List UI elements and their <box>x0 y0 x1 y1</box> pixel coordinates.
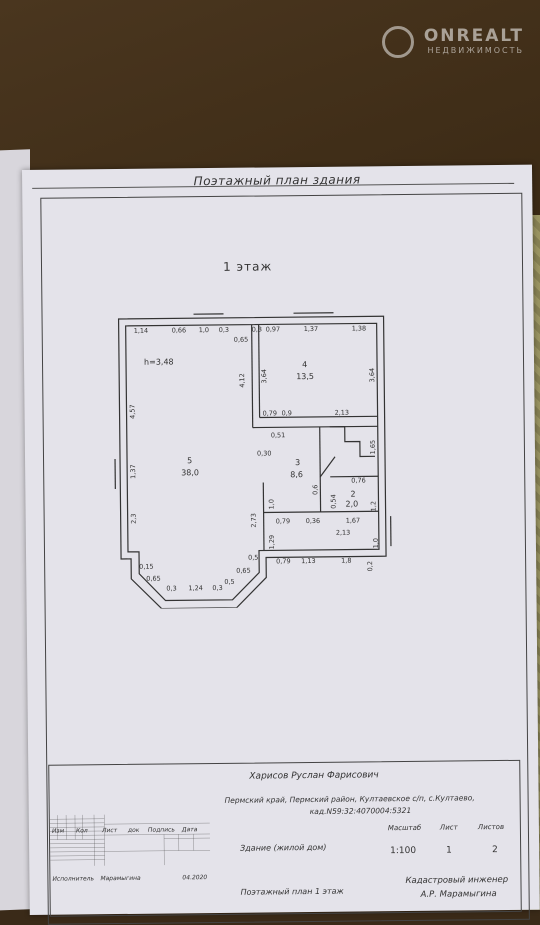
executor-date: 04.2020 <box>182 874 207 881</box>
room-area: 38,0 <box>181 468 199 477</box>
watermark-sub: НЕДВИЖИМОСТЬ <box>424 46 524 55</box>
dim-label: 1,13 <box>301 557 316 565</box>
dim-label: 3,64 <box>260 369 268 384</box>
watermark-brand: ONREALT <box>424 26 524 46</box>
title-block: Харисов Руслан Фарисович Пермский край, … <box>48 760 522 917</box>
dim-label: 0,51 <box>271 431 286 439</box>
dim-label: 1,0 <box>267 499 275 509</box>
room-number: 3 <box>295 458 300 467</box>
dim-label: 2,3 <box>130 513 138 523</box>
object-name: Здание (жилой дом) <box>240 843 326 853</box>
scale-header: Масштаб <box>388 824 421 832</box>
header-signature: Подпись <box>148 826 175 833</box>
dim-label: 0,36 <box>306 517 321 525</box>
header-date: Дата <box>182 826 198 833</box>
header-doc: док <box>128 827 140 834</box>
floor-label: 1 этаж <box>223 259 272 274</box>
owner-name: Харисов Руслан Фарисович <box>249 770 378 781</box>
dim-label: 1,2 <box>369 501 377 511</box>
dim-label: 0,65 <box>236 567 251 575</box>
dim-label: 3,64 <box>368 368 376 383</box>
dim-label: 2,13 <box>335 409 350 417</box>
room-number: 2 <box>350 490 355 499</box>
dim-label: 1,37 <box>129 464 137 479</box>
dim-label: 0,65 <box>146 575 161 583</box>
dim-label: 4,57 <box>128 404 136 419</box>
dim-label: 0,5 <box>248 554 258 562</box>
dim-label: 1,14 <box>134 327 149 335</box>
floor-plan: 1,14 0,66 1,0 0,3 0,65 0,3 0,97 1,37 1,3… <box>93 286 396 609</box>
room-area: 13,5 <box>296 372 314 381</box>
room-number: 4 <box>302 360 307 369</box>
document-sheet: Поэтажный план здания 1 этаж 1,14 0,6 <box>22 165 540 915</box>
header-kol: Кол <box>76 827 88 834</box>
scale-value: 1:100 <box>390 846 416 856</box>
drawing-name: Поэтажный план 1 этаж <box>241 887 344 897</box>
dim-label: 1,8 <box>341 557 351 565</box>
dim-label: 2,13 <box>336 529 351 537</box>
address-line2: кад.N59:32:4070004:5321 <box>310 806 412 816</box>
dim-label: 0,2 <box>366 561 374 571</box>
dim-label: 0,79 <box>276 517 291 525</box>
executor-name: Марамыгина <box>100 875 140 882</box>
engineer-role: Кадастровый инженер <box>405 875 508 886</box>
room-area: 8,6 <box>290 470 303 479</box>
header-list: Лист <box>102 827 117 834</box>
dim-label: 1,67 <box>346 516 361 524</box>
dim-label: 0,76 <box>351 476 366 484</box>
dim-label: 0,5 <box>224 578 234 586</box>
dim-label: 2,73 <box>250 513 258 528</box>
dim-label: 1,37 <box>304 325 319 333</box>
dim-label: 0,65 <box>234 336 249 344</box>
dim-label: 0,3 <box>252 325 262 333</box>
engineer-name: А.Р. Марамыгина <box>421 889 497 900</box>
dim-label: 0,3 <box>219 326 229 334</box>
sheets-header: Листов <box>478 823 504 831</box>
sheet-header: Лист <box>440 823 458 831</box>
dim-label: 1,65 <box>369 440 377 455</box>
dim-label: 0,66 <box>172 326 187 334</box>
dim-label: 1,0 <box>372 538 380 548</box>
address-line1: Пермский край, Пермский район, Култаевск… <box>225 793 475 805</box>
dim-label: 0,79 <box>276 557 291 565</box>
ceiling-height: h=3,48 <box>144 357 174 366</box>
dim-label: 1,38 <box>352 324 367 332</box>
dim-label: 1,29 <box>268 535 276 550</box>
dim-label: 0,3 <box>166 584 176 592</box>
room-number: 5 <box>187 456 192 465</box>
sheets-total: 2 <box>492 845 498 855</box>
room-area: 2,0 <box>345 499 358 508</box>
title-block-grid <box>49 764 211 916</box>
watermark-logo-icon <box>382 26 414 58</box>
dim-label: 0,79 <box>263 409 278 417</box>
dim-label: 0,54 <box>329 494 337 509</box>
sheet-number: 1 <box>446 846 452 856</box>
watermark: ONREALT НЕДВИЖИМОСТЬ <box>424 26 524 55</box>
dim-label: 0,15 <box>139 563 154 571</box>
dim-label: 1,24 <box>188 584 203 592</box>
dim-label: 0,30 <box>257 449 272 457</box>
executor-label: Исполнитель <box>52 875 94 882</box>
header-izm: Изм <box>52 828 64 835</box>
dim-label: 1,0 <box>199 326 209 334</box>
dim-label: 4,12 <box>238 373 246 388</box>
dim-label: 0,6 <box>311 485 319 495</box>
dim-label: 0,97 <box>266 325 281 333</box>
dim-label: 0,3 <box>212 584 222 592</box>
dim-label: 0,9 <box>282 409 292 417</box>
